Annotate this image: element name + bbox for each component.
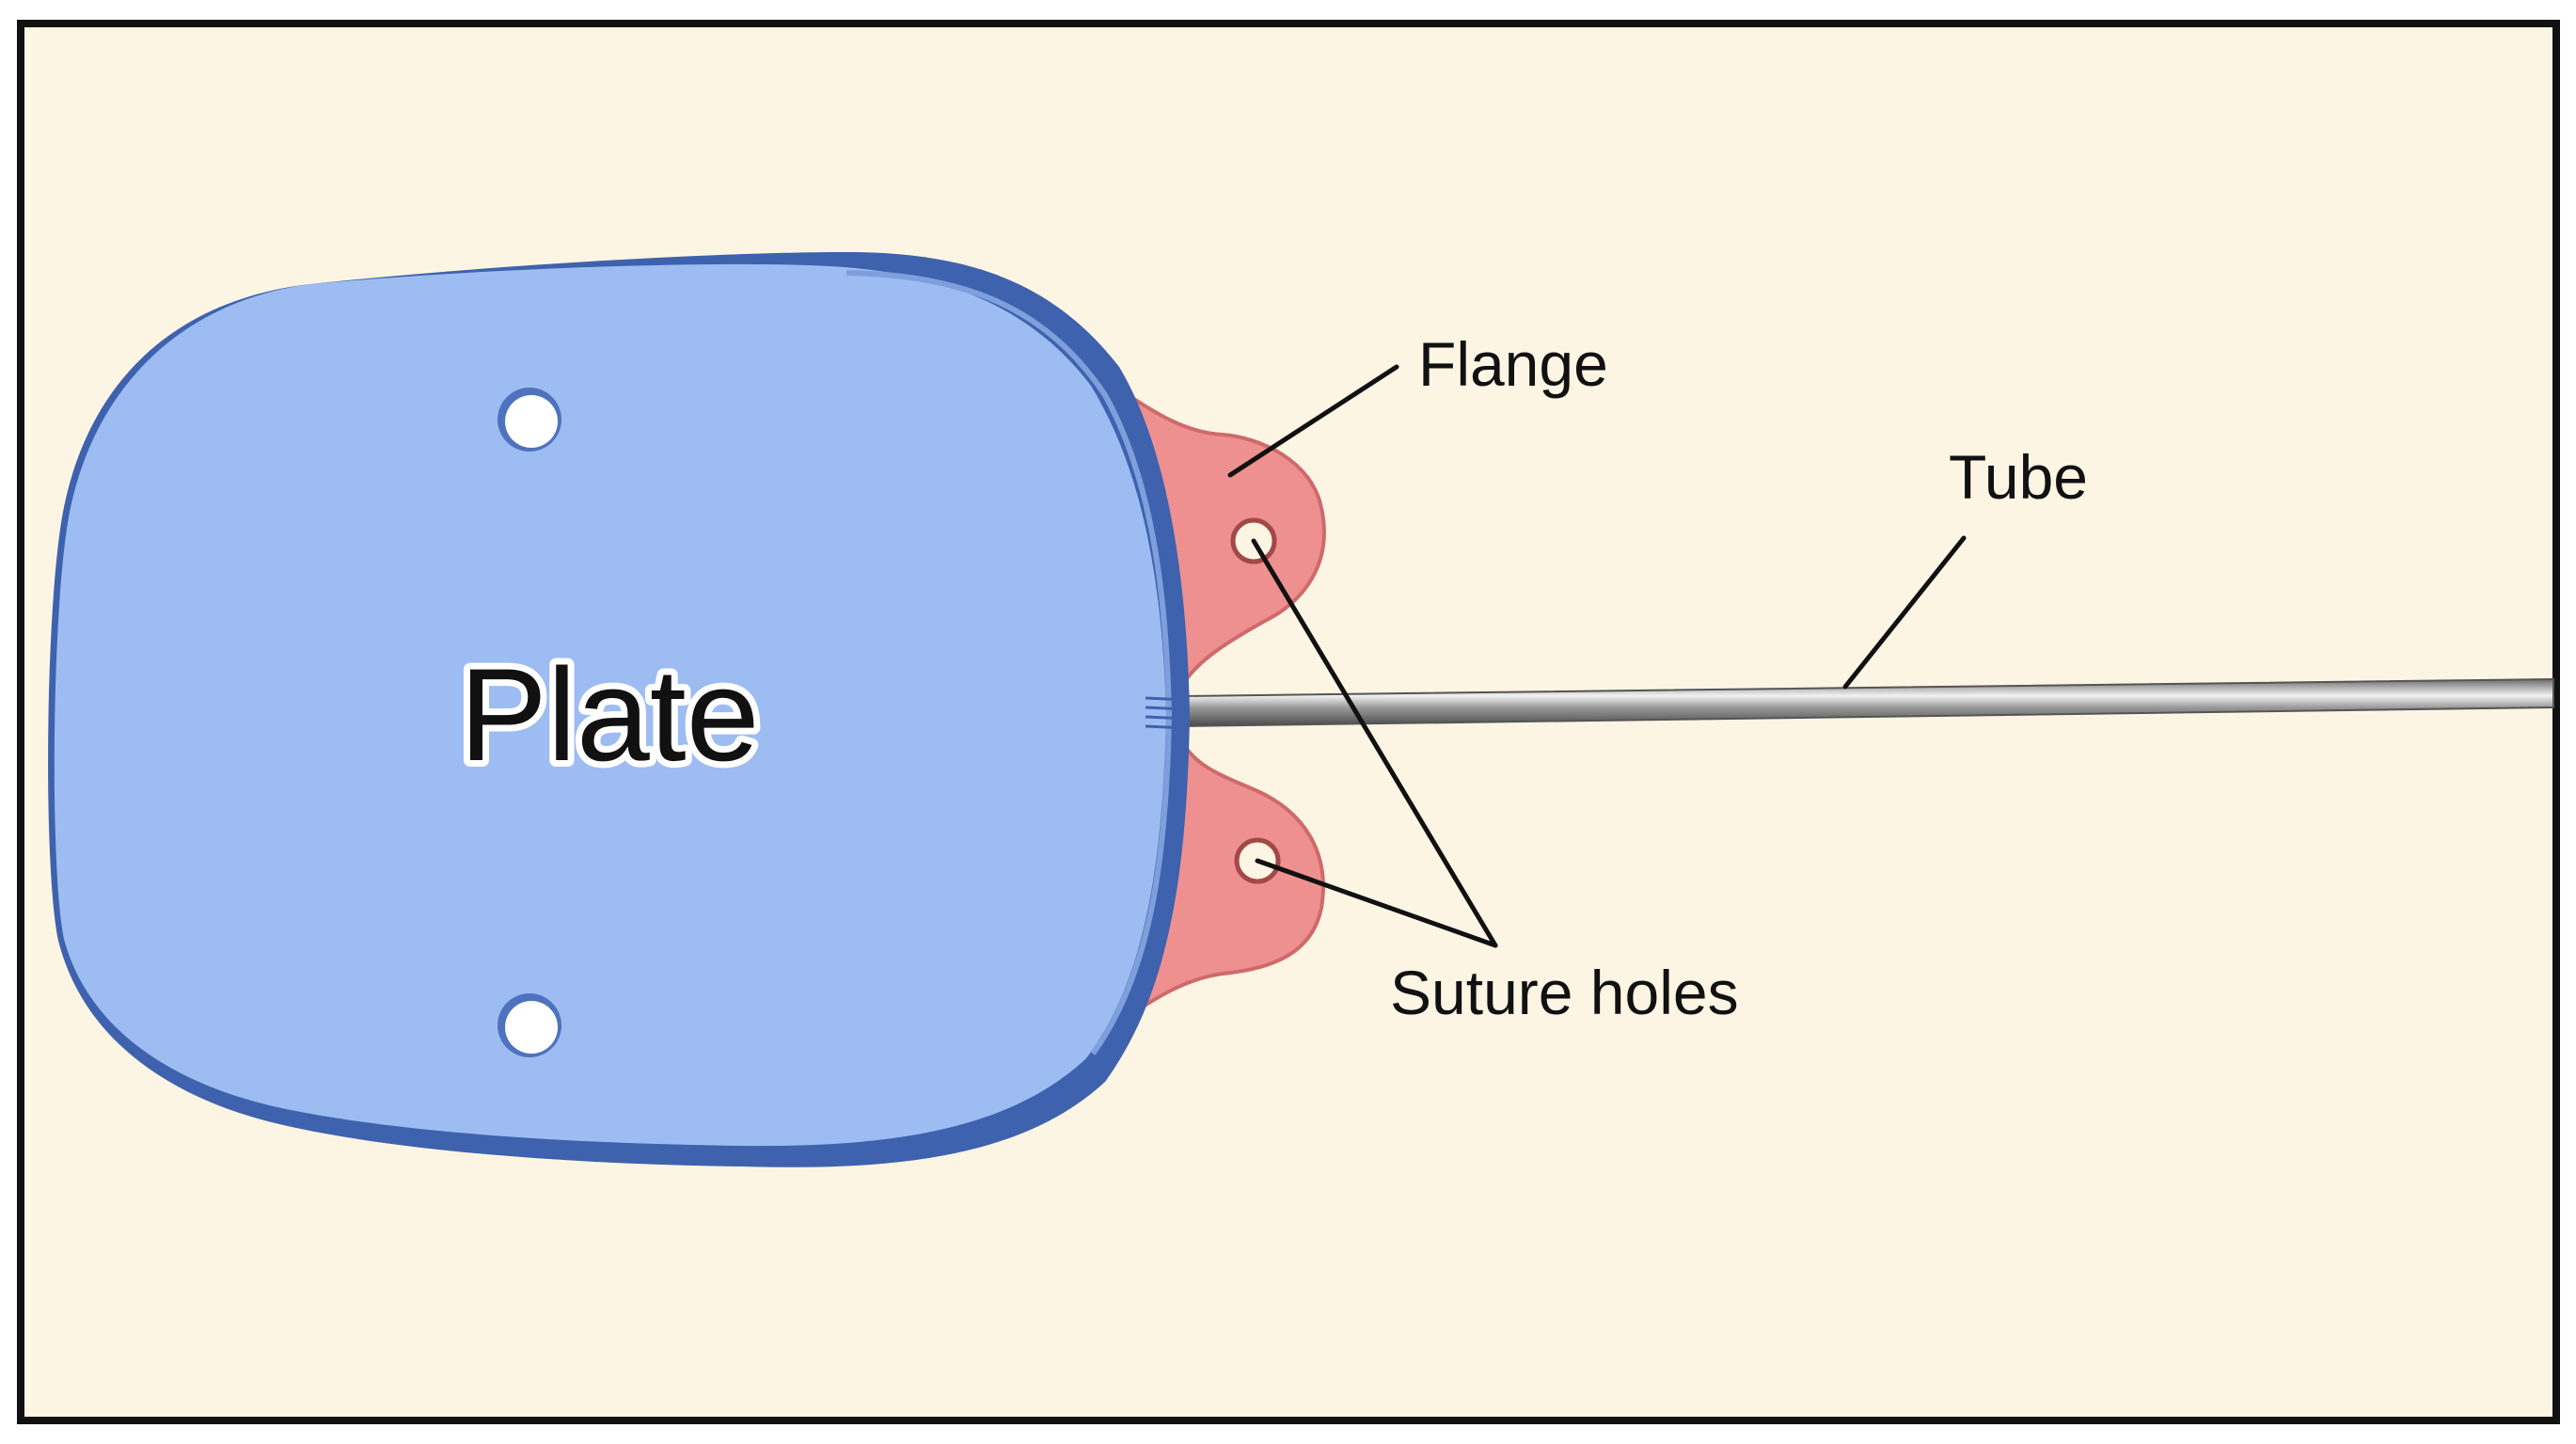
label-flange: Flange bbox=[1418, 329, 1608, 399]
plate-body bbox=[54, 263, 1166, 1147]
leader-suture-upper bbox=[1251, 538, 1498, 948]
tube-insertion bbox=[1145, 696, 1188, 730]
leader-lines bbox=[1227, 364, 1967, 948]
label-suture-holes: Suture holes bbox=[1390, 958, 1739, 1027]
leader-flange bbox=[1227, 364, 1399, 478]
leader-tube bbox=[1842, 535, 1967, 690]
plate-rim-highlight bbox=[845, 270, 1173, 1055]
label-tube: Tube bbox=[1949, 442, 2088, 512]
plate-hole-lower bbox=[498, 993, 561, 1057]
plate-hole-upper bbox=[498, 388, 561, 452]
label-plate: Plate bbox=[459, 641, 759, 788]
plate bbox=[48, 252, 1191, 1167]
leader-suture-lower bbox=[1255, 858, 1498, 948]
